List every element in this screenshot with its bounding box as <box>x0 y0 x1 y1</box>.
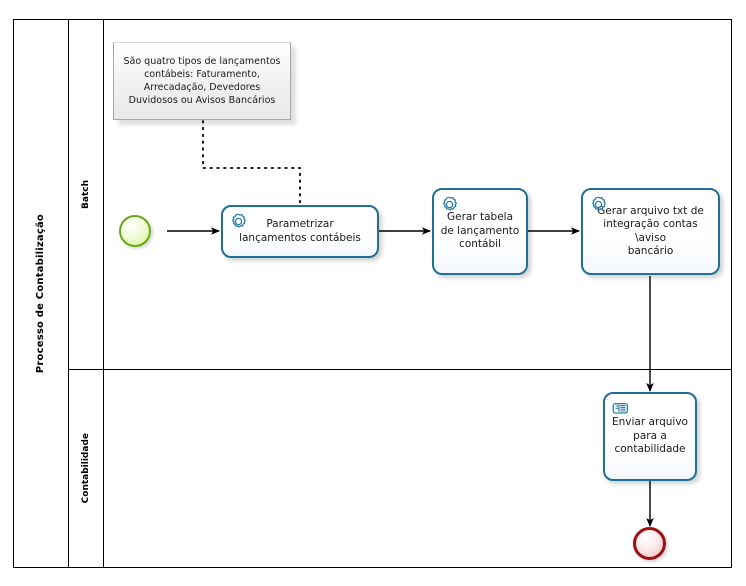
task-gerar-tabela[interactable]: Gerar tabela de lançamento contábil <box>432 188 528 275</box>
lane-header-batch: Batch <box>69 19 104 369</box>
gear-service-icon <box>440 195 460 215</box>
task-gerar-arquivo[interactable]: Gerar arquivo txt de integração contas \… <box>581 188 720 275</box>
pool-label-text: Processo de Contabilização <box>35 213 46 374</box>
lane-divider <box>69 369 732 370</box>
task-gerar-arquivo-label: Gerar arquivo txt de integração contas \… <box>597 204 704 258</box>
gear-service-icon <box>229 212 249 232</box>
task-parametrizar-label: Parametrizar lançamentos contábeis <box>239 218 361 244</box>
start-event[interactable] <box>119 215 151 247</box>
lane-label-batch: Batch <box>81 179 91 209</box>
task-enviar-arquivo-label: Enviar arquivo para a contabilidade <box>612 416 688 456</box>
lane-header-contabilidade: Contabilidade <box>69 369 104 568</box>
task-parametrizar[interactable]: Parametrizar lançamentos contábeis <box>221 205 379 258</box>
hand-manual-icon <box>611 399 631 419</box>
text-annotation-content: São quatro tipos de lançamentos contábei… <box>123 56 281 106</box>
task-gerar-tabela-label: Gerar tabela de lançamento contábil <box>440 211 520 251</box>
pool-label: Processo de Contabilização <box>13 19 69 568</box>
task-enviar-arquivo[interactable]: Enviar arquivo para a contabilidade <box>603 392 697 481</box>
lane-label-contabilidade: Contabilidade <box>81 433 91 504</box>
gear-service-icon <box>589 195 609 215</box>
end-event[interactable] <box>633 527 666 560</box>
text-annotation: São quatro tipos de lançamentos contábei… <box>113 42 291 120</box>
